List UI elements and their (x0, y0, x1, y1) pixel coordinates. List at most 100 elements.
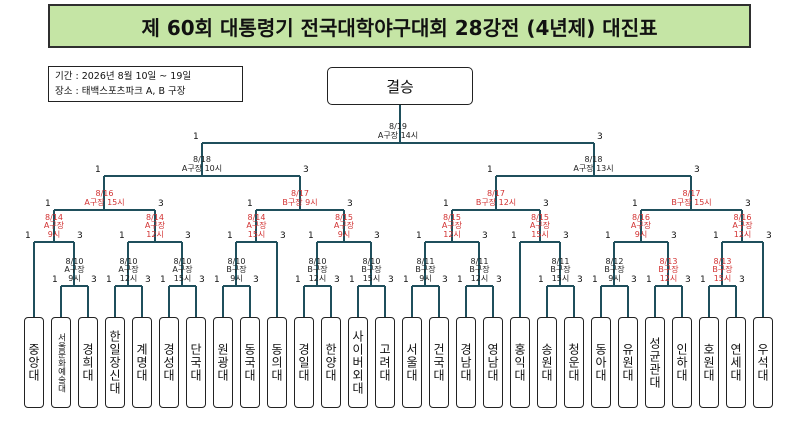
match-date: 8/19 (389, 122, 407, 131)
slot-number: 3 (334, 275, 340, 285)
match-place: B구장 (550, 265, 571, 274)
match-time: 15시 (713, 273, 732, 283)
match-time: 15시 (551, 273, 570, 283)
match-date: 8/10 (362, 256, 381, 266)
team-name: 동아대 (593, 343, 608, 382)
team-box: 경일대 (294, 317, 314, 408)
match-time: 9시 (634, 229, 648, 239)
match-place: A구장 (144, 221, 166, 230)
match-date: 8/14 (247, 212, 266, 222)
period-text: 기간 : 2026년 8월 10일 ~ 19일 (55, 71, 192, 82)
team-box: 우석대 (753, 317, 773, 408)
slot-number: 1 (700, 275, 706, 285)
slot-number: 3 (543, 199, 549, 209)
slot-number: 3 (253, 275, 259, 285)
match-place: B구장 (658, 265, 679, 274)
slot-number: 3 (280, 231, 286, 241)
match-date: 8/15 (443, 212, 461, 222)
match-date: 8/14 (45, 212, 63, 222)
match-time: 9시 (68, 273, 81, 283)
match-time: 15시 (531, 229, 549, 239)
match-date: 8/10 (227, 256, 246, 266)
team-box: 중앙대 (24, 317, 44, 408)
slot-number: 3 (496, 275, 502, 285)
slot-number: 3 (388, 275, 394, 285)
team-box: 성균관대 (645, 317, 665, 408)
match-place: B구장 12시 (475, 197, 517, 207)
final-box: 결승 (327, 67, 473, 105)
match-place: A구장 (441, 221, 463, 230)
bracket-title: 제 60회 대통령기 전국대학야구대회 28강전 (4년제) 대진표 (48, 4, 751, 48)
match-date: 8/17 (291, 189, 309, 198)
slot-number: 3 (597, 132, 603, 142)
match-place: A구장 (246, 221, 267, 230)
match-time: 9시 (230, 273, 243, 283)
team-name: 동의대 (269, 343, 284, 382)
slot-number: 1 (632, 199, 638, 209)
team-name: 경성대 (161, 343, 176, 382)
match-place: A구장 (630, 221, 652, 230)
match-place: B구장 (415, 265, 436, 274)
slot-number: 3 (91, 275, 97, 285)
team-name: 경일대 (296, 343, 311, 382)
match-time: 12시 (733, 229, 752, 239)
team-name: 청운대 (566, 343, 581, 382)
slot-number: 1 (193, 132, 199, 142)
slot-number: 1 (119, 231, 125, 241)
team-name: 우석대 (755, 343, 770, 382)
team-name: 영남대 (485, 343, 500, 382)
team-name: 건국대 (431, 343, 446, 382)
slot-number: 1 (416, 231, 422, 241)
slot-number: 3 (158, 199, 164, 209)
team-box: 동아대 (591, 317, 611, 408)
match-date: 8/18 (193, 155, 211, 164)
team-box: 동의대 (267, 317, 287, 408)
match-place: B구장 (712, 265, 733, 274)
slot-number: 1 (443, 199, 449, 209)
team-name: 한양대 (323, 343, 338, 382)
slot-number: 1 (403, 275, 409, 285)
slot-number: 1 (487, 165, 493, 175)
match-date: 8/10 (65, 256, 84, 266)
slot-number: 1 (52, 275, 58, 285)
slot-number: 3 (685, 275, 691, 285)
slot-number: 1 (247, 199, 253, 209)
slot-number: 3 (563, 231, 569, 241)
match-date: 8/12 (605, 256, 624, 266)
team-box: 경희대 (78, 317, 98, 408)
match-time: 12시 (470, 273, 489, 283)
match-place: A구장 (333, 221, 355, 230)
match-place: A구장 (64, 265, 85, 274)
slot-number: 3 (303, 165, 309, 175)
match-place: B구장 (469, 265, 490, 274)
slot-number: 1 (214, 275, 220, 285)
match-time: 15시 (173, 273, 192, 283)
team-box: 호원대 (699, 317, 719, 408)
match-date: 8/17 (487, 189, 505, 198)
team-name: 사이버외대 (350, 330, 365, 395)
team-box: 한일장신대 (105, 317, 125, 408)
slot-number: 3 (739, 275, 745, 285)
team-box: 유원대 (618, 317, 638, 408)
match-date: 8/13 (659, 256, 678, 266)
team-name: 동국대 (242, 343, 257, 382)
team-box: 연세대 (726, 317, 746, 408)
team-box: 단국대 (186, 317, 206, 408)
match-date: 8/15 (335, 212, 353, 222)
slot-number: 1 (106, 275, 112, 285)
team-box: 서울대 (402, 317, 422, 408)
team-name: 서울문화예술대 (56, 332, 66, 393)
match-date: 8/16 (95, 189, 114, 198)
